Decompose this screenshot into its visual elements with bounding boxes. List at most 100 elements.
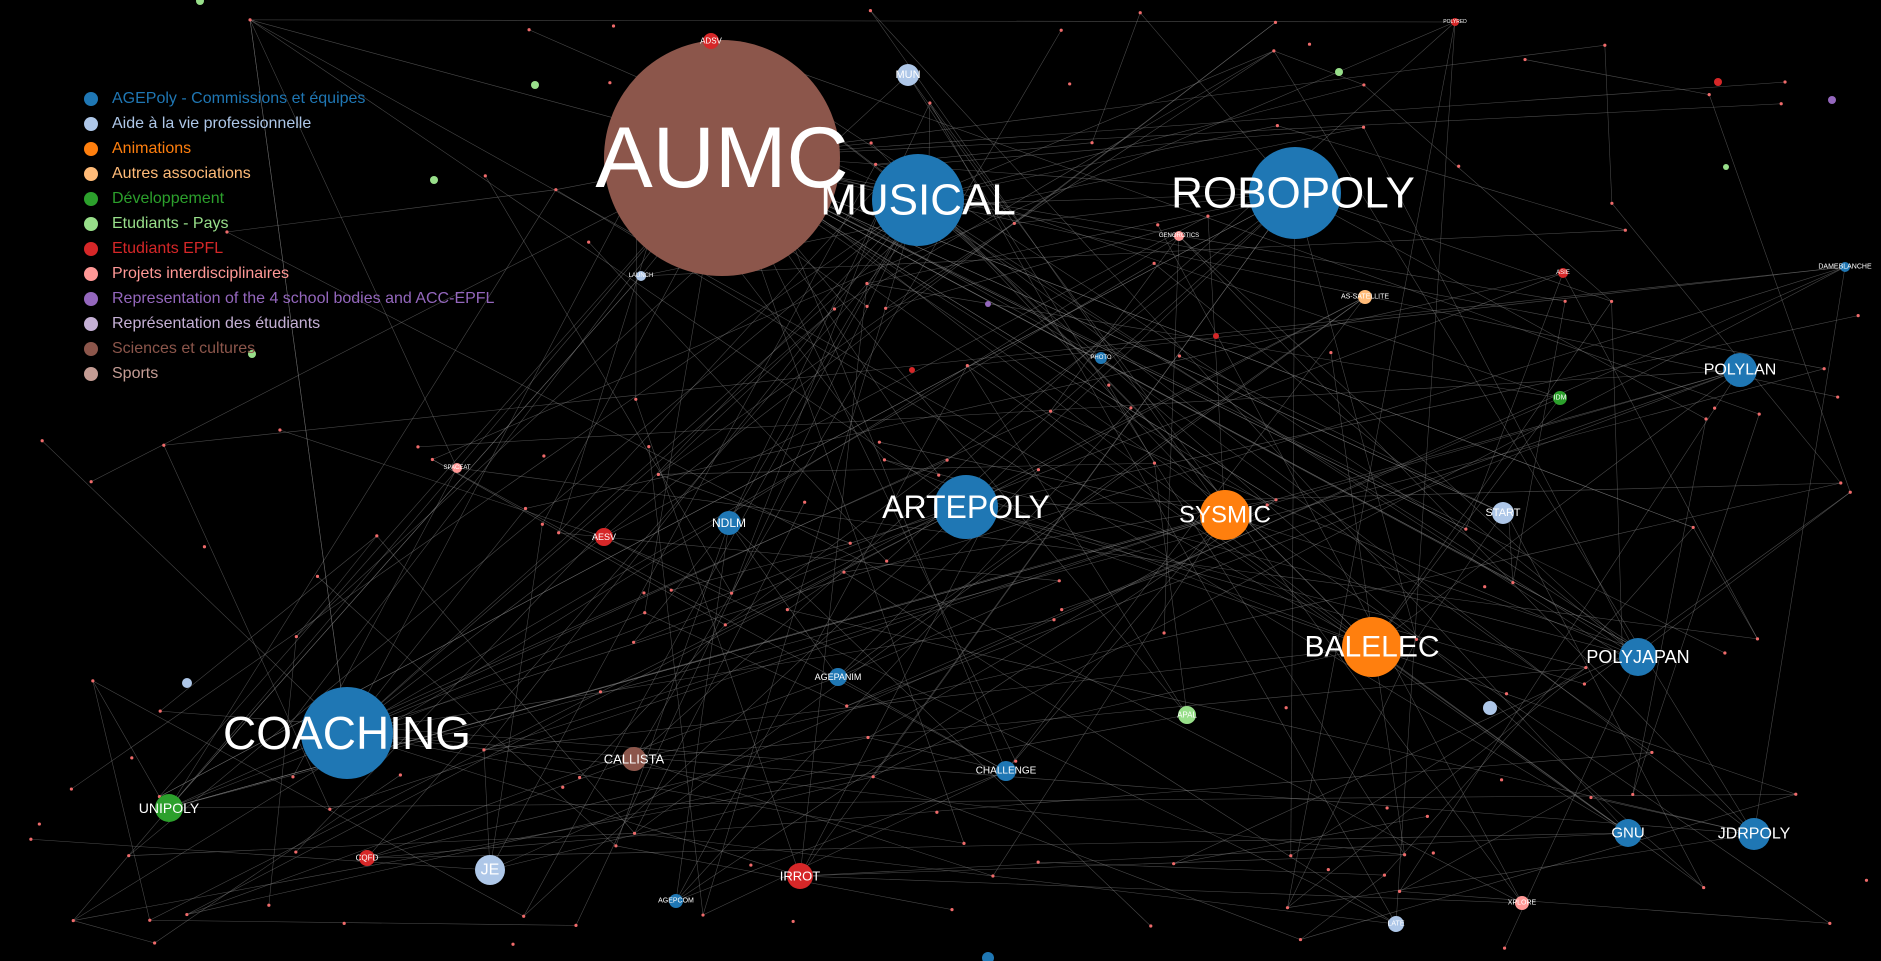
minor-node[interactable] (611, 24, 616, 28)
minor-node[interactable] (328, 807, 332, 811)
node-circle[interactable] (1553, 391, 1567, 405)
node-aesv[interactable]: AESV (592, 528, 616, 546)
minor-node[interactable] (1048, 409, 1053, 413)
minor-node[interactable] (1425, 814, 1429, 818)
minor-node[interactable] (1068, 82, 1072, 86)
minor-node[interactable] (561, 785, 565, 789)
minor-node[interactable] (866, 735, 870, 740)
minor-node[interactable] (647, 445, 651, 449)
minor-node[interactable] (845, 704, 849, 708)
node-circle[interactable] (636, 271, 646, 281)
minor-node[interactable] (587, 240, 591, 244)
minor-node[interactable] (1285, 906, 1290, 910)
minor-node[interactable] (1298, 937, 1303, 942)
minor-node[interactable] (1307, 42, 1312, 46)
node-balelec[interactable]: BALELEC (1304, 617, 1440, 677)
minor-node[interactable] (285, 726, 290, 730)
minor-node[interactable] (1631, 792, 1635, 797)
node-musical[interactable]: MUSICAL (820, 154, 1016, 246)
node-apal[interactable]: APAL (1177, 706, 1197, 724)
legend-item[interactable]: Aide à la vie professionnelle (84, 111, 494, 136)
node-ndlm[interactable]: NDLM (712, 511, 746, 535)
minor-node[interactable] (196, 0, 204, 5)
minor-node[interactable] (962, 841, 966, 845)
minor-node[interactable] (1057, 579, 1061, 583)
minor-node[interactable] (1382, 873, 1387, 877)
minor-node[interactable] (1335, 68, 1343, 76)
minor-node[interactable] (522, 914, 526, 918)
minor-node[interactable] (1060, 608, 1064, 612)
minor-node[interactable] (248, 18, 252, 22)
minor-node[interactable] (1138, 11, 1142, 15)
minor-node[interactable] (40, 439, 44, 443)
minor-node[interactable] (1329, 350, 1333, 355)
node-circle[interactable] (1342, 617, 1402, 677)
minor-node[interactable] (554, 188, 558, 192)
minor-node[interactable] (248, 350, 256, 358)
minor-node[interactable] (1511, 581, 1515, 585)
minor-node[interactable] (527, 28, 531, 32)
minor-node[interactable] (127, 854, 131, 858)
minor-node[interactable] (185, 912, 189, 917)
node-circle[interactable] (1178, 706, 1196, 724)
node-circle[interactable] (1095, 352, 1107, 364)
legend-item[interactable]: Etudiants - Pays (84, 211, 494, 236)
minor-node[interactable] (315, 574, 320, 578)
minor-node[interactable] (1107, 383, 1111, 387)
minor-node[interactable] (945, 458, 949, 462)
minor-node[interactable] (1213, 333, 1219, 339)
minor-node[interactable] (1326, 868, 1330, 872)
minor-node[interactable] (791, 919, 795, 924)
minor-node[interactable] (91, 679, 95, 683)
minor-node[interactable] (574, 923, 578, 927)
minor-node[interactable] (869, 141, 873, 145)
minor-node[interactable] (1483, 585, 1487, 589)
minor-node[interactable] (842, 570, 846, 574)
legend-item[interactable]: Representation of the 4 school bodies an… (84, 286, 494, 311)
node-asie[interactable]: ASIE (1556, 268, 1570, 278)
minor-node[interactable] (848, 541, 852, 545)
minor-node[interactable] (430, 457, 434, 462)
minor-node[interactable] (37, 822, 41, 826)
legend-item[interactable]: Sciences et cultures (84, 336, 494, 361)
minor-node[interactable] (1707, 92, 1711, 97)
node-idm[interactable]: IDM (1553, 391, 1567, 405)
minor-node[interactable] (874, 162, 878, 166)
node-circle[interactable] (1492, 502, 1514, 524)
minor-node[interactable] (1822, 367, 1826, 371)
minor-node[interactable] (928, 101, 932, 105)
node-circle[interactable] (622, 747, 646, 771)
minor-node[interactable] (1284, 706, 1288, 710)
minor-node[interactable] (1623, 228, 1627, 232)
minor-node[interactable] (729, 591, 734, 595)
minor-node[interactable] (1274, 498, 1278, 502)
node-start[interactable]: START (1485, 502, 1521, 524)
minor-node[interactable] (225, 230, 229, 234)
minor-node[interactable] (1162, 631, 1166, 635)
legend-item[interactable]: Etudiants EPFL (84, 236, 494, 261)
minor-node[interactable] (1584, 665, 1588, 670)
legend-item[interactable]: Autres associations (84, 161, 494, 186)
node-circle[interactable] (1738, 818, 1770, 850)
minor-node[interactable] (1129, 406, 1133, 410)
minor-node[interactable] (982, 952, 994, 961)
minor-node[interactable] (1052, 618, 1056, 622)
minor-node[interactable] (1691, 525, 1695, 530)
node-circle[interactable] (1451, 18, 1459, 26)
minor-node[interactable] (1563, 299, 1567, 303)
minor-node[interactable] (523, 506, 528, 511)
legend-item[interactable]: Sports (84, 361, 494, 386)
minor-node[interactable] (1483, 701, 1497, 715)
minor-node[interactable] (1828, 921, 1832, 925)
legend-item[interactable]: Représentation des étudiants (84, 311, 494, 336)
minor-node[interactable] (871, 775, 875, 779)
minor-node[interactable] (656, 472, 660, 477)
minor-node[interactable] (877, 440, 881, 444)
minor-node[interactable] (1755, 637, 1760, 641)
node-circle[interactable] (1723, 353, 1757, 387)
minor-node[interactable] (1059, 28, 1063, 32)
minor-node[interactable] (540, 522, 544, 526)
legend-item[interactable]: Projets interdisciplinaires (84, 261, 494, 286)
minor-node[interactable] (1177, 354, 1182, 358)
minor-node[interactable] (785, 608, 789, 612)
